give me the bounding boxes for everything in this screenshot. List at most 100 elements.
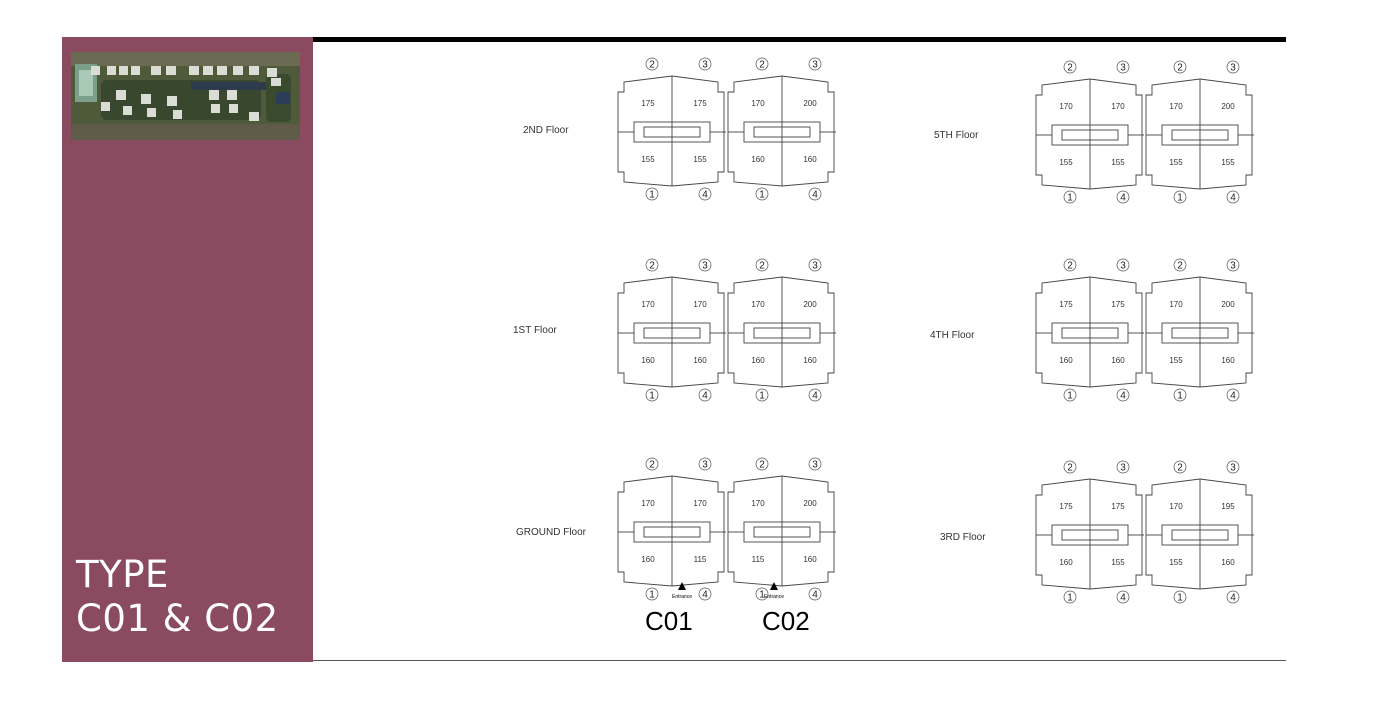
- unit-area-bottom: 160: [693, 356, 707, 365]
- unit-number-circle: [1063, 190, 1077, 204]
- unit-number-circle: [808, 258, 822, 272]
- unit-area-top: 170: [1111, 102, 1125, 111]
- unit-area-top: 170: [641, 300, 655, 309]
- unit-area-top: 200: [803, 300, 817, 309]
- unit-number-bottom: 4: [702, 590, 708, 601]
- unit-number-circle: [1173, 190, 1187, 204]
- top-rule: [313, 37, 1286, 42]
- unit-number-top: 3: [812, 460, 818, 471]
- unit-number-circle: [698, 187, 712, 201]
- unit-number-circle: [1173, 590, 1187, 604]
- floor-label-1st: 1ST Floor: [513, 325, 557, 336]
- plan-walls: [617, 475, 836, 587]
- unit-area-bottom: 160: [1059, 558, 1073, 567]
- plan-walls: [1035, 478, 1254, 590]
- unit-number-bottom: 4: [1120, 593, 1126, 604]
- type-title: TYPE C01 & C02: [76, 553, 312, 641]
- unit-number-circle: [645, 57, 659, 71]
- floor-label-3rd: 3RD Floor: [940, 532, 986, 543]
- unit-number-top: 2: [1177, 463, 1183, 474]
- unit-area-top: 170: [1169, 102, 1183, 111]
- floor-label-ground: GROUND Floor: [516, 527, 587, 538]
- unit-number-top: 2: [1177, 63, 1183, 74]
- unit-number-circle: [755, 258, 769, 272]
- unit-number-bottom: 1: [1067, 593, 1073, 604]
- unit-area-top: 200: [1221, 300, 1235, 309]
- unit-area-bottom: 160: [1221, 558, 1235, 567]
- unit-number-circle: [645, 258, 659, 272]
- unit-number-circle: [1116, 590, 1130, 604]
- unit-area-bottom: 160: [1111, 356, 1125, 365]
- unit-number-bottom: 4: [1120, 391, 1126, 402]
- sidebar-panel: [62, 37, 313, 662]
- unit-number-circle: [808, 587, 822, 601]
- unit-number-bottom: 1: [1177, 193, 1183, 204]
- unit-number-top: 3: [1230, 63, 1236, 74]
- unit-number-circle: [755, 457, 769, 471]
- unit-area-bottom: 155: [641, 155, 655, 164]
- unit-area-bottom: 155: [1111, 158, 1125, 167]
- unit-number-circle: [1226, 590, 1240, 604]
- unit-number-circle: [645, 187, 659, 201]
- unit-number-circle: [808, 187, 822, 201]
- unit-number-circle: [1173, 258, 1187, 272]
- unit-number-circle: [808, 457, 822, 471]
- floor-label-2nd: 2ND Floor: [523, 125, 569, 136]
- unit-number-circle: [1173, 388, 1187, 402]
- unit-number-circle: [645, 457, 659, 471]
- unit-area-bottom: 155: [1169, 558, 1183, 567]
- unit-number-circle: [1116, 388, 1130, 402]
- floor-label-4th: 4TH Floor: [930, 330, 975, 341]
- unit-number-circle: [755, 388, 769, 402]
- unit-number-top: 2: [759, 261, 765, 272]
- unit-number-bottom: 4: [702, 391, 708, 402]
- unit-area-bottom: 155: [1221, 158, 1235, 167]
- unit-number-top: 2: [1177, 261, 1183, 272]
- unit-area-top: 170: [751, 499, 765, 508]
- unit-area-top: 170: [693, 499, 707, 508]
- unit-number-circle: [1173, 460, 1187, 474]
- unit-number-circle: [1116, 460, 1130, 474]
- unit-number-top: 3: [1230, 261, 1236, 272]
- entrance-label: Entrance: [672, 594, 692, 600]
- unit-number-bottom: 4: [1230, 593, 1236, 604]
- unit-number-bottom: 1: [1067, 193, 1073, 204]
- bottom-rule: [313, 660, 1286, 661]
- unit-number-circle: [698, 57, 712, 71]
- unit-number-circle: [698, 258, 712, 272]
- unit-area-top: 175: [1111, 502, 1125, 511]
- unit-number-bottom: 1: [759, 190, 765, 201]
- unit-number-bottom: 4: [1230, 391, 1236, 402]
- unit-area-bottom: 115: [694, 555, 707, 564]
- unit-area-bottom: 160: [641, 356, 655, 365]
- unit-number-circle: [1226, 388, 1240, 402]
- unit-number-circle: [1116, 258, 1130, 272]
- unit-area-bottom: 160: [1221, 356, 1235, 365]
- floor-plan-ground: 21342134170160170115170115200160Entrance…: [617, 457, 836, 601]
- unit-area-top: 170: [1059, 102, 1073, 111]
- unit-number-circle: [755, 57, 769, 71]
- unit-area-top: 170: [1169, 502, 1183, 511]
- unit-number-bottom: 1: [1177, 593, 1183, 604]
- plan-walls: [617, 75, 836, 187]
- unit-number-circle: [755, 187, 769, 201]
- unit-area-top: 170: [751, 300, 765, 309]
- unit-number-bottom: 4: [812, 391, 818, 402]
- unit-area-bottom: 160: [641, 555, 655, 564]
- unit-number-top: 2: [649, 261, 655, 272]
- unit-area-top: 175: [693, 99, 707, 108]
- unit-number-top: 2: [1067, 261, 1073, 272]
- unit-number-top: 3: [702, 60, 708, 71]
- unit-number-circle: [1116, 60, 1130, 74]
- unit-area-bottom: 155: [1111, 558, 1125, 567]
- unit-number-bottom: 4: [1230, 193, 1236, 204]
